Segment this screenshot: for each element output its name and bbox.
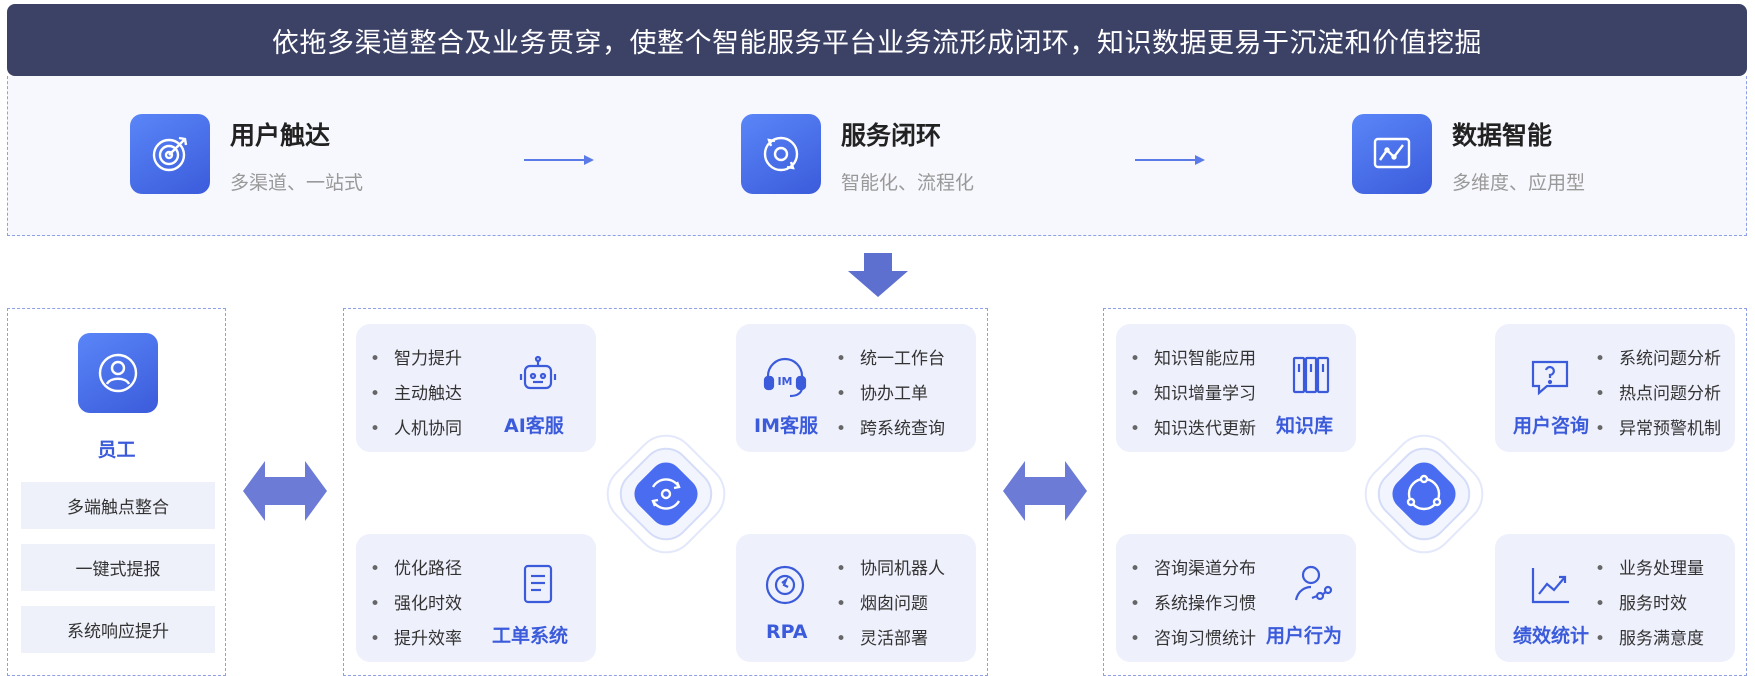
card-item: 灵活部署 xyxy=(836,622,945,657)
card-item: 跨系统查询 xyxy=(836,412,945,447)
card-label: 知识库 xyxy=(1276,415,1334,437)
card-item: 烟囱问题 xyxy=(836,587,945,622)
card-item: 知识智能应用 xyxy=(1130,342,1256,377)
card-item: 人机协同 xyxy=(370,412,462,447)
employee-item: 多端触点整合 xyxy=(21,482,215,529)
card-item: 知识增量学习 xyxy=(1130,377,1256,412)
stage-subtitle: 多渠道、一站式 xyxy=(230,172,364,194)
stage-subtitle: 多维度、应用型 xyxy=(1452,172,1586,194)
chart-icon xyxy=(1352,114,1432,194)
sync-hub-icon xyxy=(606,434,726,554)
stage-subtitle: 智能化、流程化 xyxy=(841,172,975,194)
card-label: AI客服 xyxy=(504,415,564,437)
card-item: 主动触达 xyxy=(370,377,462,412)
card-item: 优化路径 xyxy=(370,552,462,587)
card-item: 系统问题分析 xyxy=(1595,342,1721,377)
card-item: 提升效率 xyxy=(370,622,462,657)
card-rpa: RPA 协同机器人 烟囱问题 灵活部署 xyxy=(736,534,976,662)
card-knowledge-base: 知识智能应用 知识增量学习 知识迭代更新 知识库 xyxy=(1116,324,1356,452)
employee-item: 系统响应提升 xyxy=(21,606,215,653)
card-item: 强化时效 xyxy=(370,587,462,622)
rpa-icon xyxy=(765,565,805,605)
trend-icon xyxy=(1531,568,1569,604)
card-user-behavior: 咨询渠道分布 系统操作习惯 咨询习惯统计 用户行为 xyxy=(1116,534,1356,662)
flow-arrow-icon xyxy=(524,155,594,165)
double-arrow-icon xyxy=(1003,461,1087,521)
card-ai-service: 智力提升 主动触达 人机协同 AI客服 xyxy=(356,324,596,452)
books-icon xyxy=(1292,356,1330,394)
card-item: 服务时效 xyxy=(1595,587,1704,622)
employee-panel: 员工 多端触点整合 一键式提报 系统响应提升 xyxy=(7,308,226,676)
card-label: 绩效统计 xyxy=(1513,625,1590,647)
headset-icon: IM xyxy=(763,357,807,398)
user-behavior-icon xyxy=(1294,565,1333,601)
card-item: 异常预警机制 xyxy=(1595,412,1721,447)
card-item: 咨询习惯统计 xyxy=(1130,622,1256,657)
stage-service-loop: 服务闭环 智能化、流程化 xyxy=(741,114,974,195)
robot-icon xyxy=(519,355,557,390)
card-label: 用户咨询 xyxy=(1513,415,1590,437)
service-panel: 智力提升 主动触达 人机协同 AI客服 IM IM客服 统一工作台 协办工单 跨… xyxy=(343,308,988,676)
employee-item: 一键式提报 xyxy=(21,544,215,591)
card-item: 智力提升 xyxy=(370,342,462,377)
down-arrow-icon xyxy=(848,253,908,297)
process-panel: 用户触达 多渠道、一站式 服务闭环 智能化、流程化 数据智能 多 xyxy=(7,76,1747,236)
stage-data-intelligence: 数据智能 多维度、应用型 xyxy=(1352,114,1585,195)
card-label: 用户行为 xyxy=(1266,625,1343,647)
card-label: IM客服 xyxy=(754,415,818,437)
banner: 依拖多渠道整合及业务贯穿，使整个智能服务平台业务流形成闭环，知识数据更易于沉淀和… xyxy=(7,4,1747,76)
employee-title: 员工 xyxy=(97,439,136,461)
question-icon xyxy=(1531,360,1569,396)
card-im-service: IM IM客服 统一工作台 协办工单 跨系统查询 xyxy=(736,324,976,452)
card-item: 协同机器人 xyxy=(836,552,945,587)
card-item: 热点问题分析 xyxy=(1595,377,1721,412)
card-item: 咨询渠道分布 xyxy=(1130,552,1256,587)
card-ticket-system: 优化路径 强化时效 提升效率 工单系统 xyxy=(356,534,596,662)
card-performance: 绩效统计 业务处理量 服务时效 服务满意度 xyxy=(1495,534,1735,662)
card-item: 系统操作习惯 xyxy=(1130,587,1256,622)
double-arrow-icon xyxy=(243,461,327,521)
network-hub-icon xyxy=(1364,434,1484,554)
stage-user-reach: 用户触达 多渠道、一站式 xyxy=(130,114,363,195)
card-item: 服务满意度 xyxy=(1595,622,1704,657)
stage-title: 用户触达 xyxy=(230,121,331,150)
stage-title: 数据智能 xyxy=(1452,121,1553,150)
target-icon xyxy=(130,114,210,194)
svg-text:IM: IM xyxy=(777,375,792,388)
card-item: 业务处理量 xyxy=(1595,552,1704,587)
insight-panel: 知识智能应用 知识增量学习 知识迭代更新 知识库 用户咨询 系统问题分析 热点问… xyxy=(1103,308,1747,676)
user-icon xyxy=(78,333,158,413)
card-item: 统一工作台 xyxy=(836,342,945,377)
card-label: RPA xyxy=(766,621,808,643)
cycle-icon xyxy=(741,114,821,194)
flow-arrow-icon xyxy=(1135,155,1205,165)
stage-title: 服务闭环 xyxy=(841,121,942,150)
card-user-consult: 用户咨询 系统问题分析 热点问题分析 异常预警机制 xyxy=(1495,324,1735,452)
card-item: 协办工单 xyxy=(836,377,945,412)
card-item: 知识迭代更新 xyxy=(1130,412,1256,447)
banner-title: 依拖多渠道整合及业务贯穿，使整个智能服务平台业务流形成闭环，知识数据更易于沉淀和… xyxy=(272,27,1482,59)
card-label: 工单系统 xyxy=(492,625,569,647)
document-icon xyxy=(523,564,553,604)
